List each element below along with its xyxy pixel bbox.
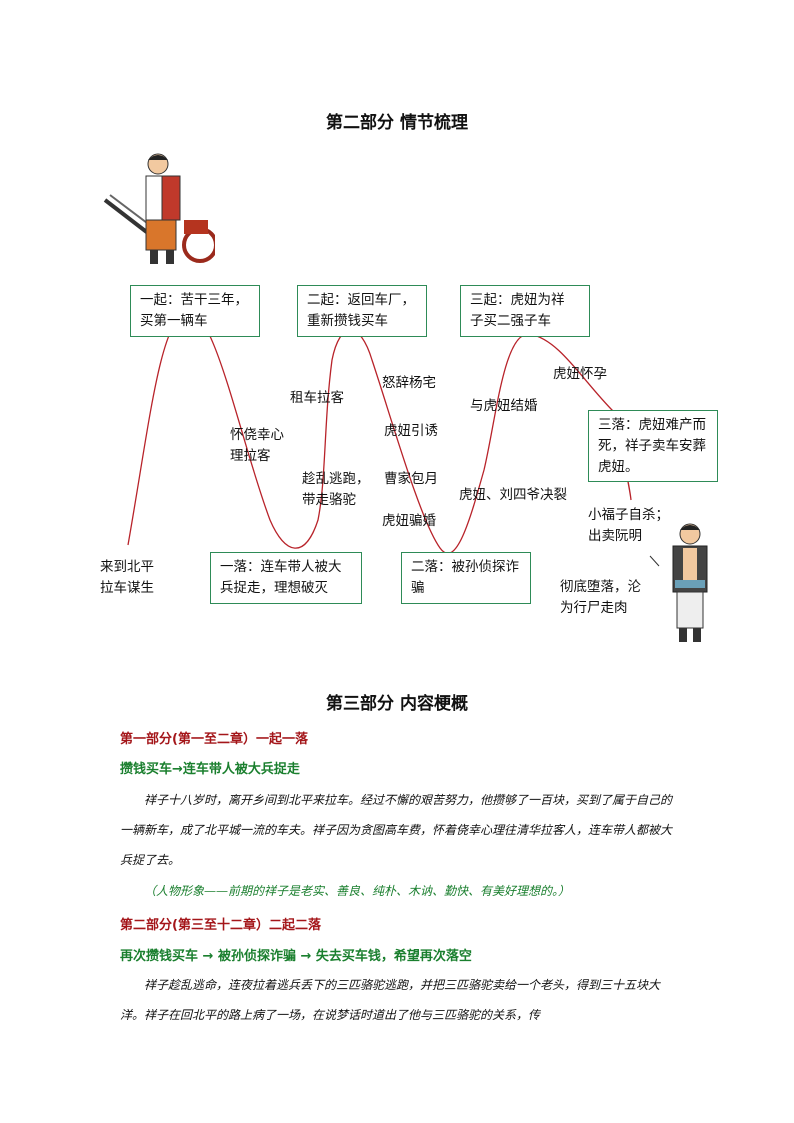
label-cao-family: 曹家包月 xyxy=(384,471,438,487)
box-fall-2-line1: 二落：被孙侦探诈 xyxy=(411,559,519,575)
label-lucky-mindset: 怀侥幸心 理拉客 xyxy=(230,425,284,467)
label-arrive-line1: 来到北平 xyxy=(100,559,154,575)
box-rise-1: 一起：苦干三年， 买第一辆车 xyxy=(130,285,260,337)
label-marry: 与虎妞结婚 xyxy=(470,398,538,414)
box-fall-1-line2: 兵捉走，理想破灭 xyxy=(220,580,328,596)
label-xiaofu: 小福子自杀； 出卖阮明 xyxy=(588,505,669,547)
box-rise-2-line2: 重新攒钱买车 xyxy=(307,313,388,329)
rickshaw-puller-illustration xyxy=(103,153,215,264)
box-rise-2-line1: 二起：返回车厂， xyxy=(307,292,415,308)
sec1-note: （人物形象——前期的祥子是老实、善良、纯朴、木讷、勤快、有美好理想的。） xyxy=(144,884,571,898)
label-luck-line1: 怀侥幸心 xyxy=(230,427,284,443)
box-rise-3-line2: 子买二强子车 xyxy=(470,313,551,329)
sec1-subheading: 攒钱买车→连车带人被大兵捉走 xyxy=(120,762,300,777)
label-seduce: 虎妞引诱 xyxy=(384,423,438,439)
label-luck-line2: 理拉客 xyxy=(230,448,271,464)
sec2-heading: 第二部分(第三至十二章）二起二落 xyxy=(120,918,321,933)
box-fall-2-line2: 骗 xyxy=(411,580,425,596)
box-rise-3: 三起：虎妞为祥 子买二强子车 xyxy=(460,285,590,337)
part3-title: 第三部分 内容梗概 xyxy=(326,694,468,714)
box-rise-1-line2: 买第一辆车 xyxy=(140,313,208,329)
box-fall-1-line1: 一落：连车带人被大 xyxy=(220,559,342,575)
box-fall-2: 二落：被孙侦探诈 骗 xyxy=(401,552,531,604)
label-xiaofu-line1: 小福子自杀； xyxy=(588,507,669,523)
sec2-paragraph: 祥子趁乱逃命，连夜拉着逃兵丢下的三匹骆驼逃跑，并把三匹骆驼卖给一个老头，得到三十… xyxy=(120,978,661,1022)
part2-title: 第二部分 情节梳理 xyxy=(326,113,468,133)
label-degrade-line1: 彻底堕落，沦 xyxy=(560,579,641,595)
box-fall-3-line1: 三落：虎妞难产而 xyxy=(598,417,706,433)
sec1-paragraph: 祥子十八岁时，离开乡间到北平来拉车。经过不懈的艰苦努力，他攒够了一百块，买到了属… xyxy=(120,793,673,867)
box-rise-1-line1: 一起：苦干三年， xyxy=(140,292,248,308)
box-rise-2: 二起：返回车厂， 重新攒钱买车 xyxy=(297,285,427,337)
box-fall-3: 三落：虎妞难产而 死，祥子卖车安葬 虎妞。 xyxy=(588,410,718,482)
label-rent-cart: 租车拉客 xyxy=(290,390,344,406)
sec1-heading: 第一部分(第一至二章）一起一落 xyxy=(120,732,308,747)
box-fall-3-line2: 死，祥子卖车安葬 xyxy=(598,438,706,454)
box-rise-3-line1: 三起：虎妞为祥 xyxy=(470,292,565,308)
label-arrive-line2: 拉车谋生 xyxy=(100,580,154,596)
xiangzi-figure-illustration xyxy=(672,523,708,642)
sec2-subheading: 再次攒钱买车 → 被孙侦探诈骗 → 失去买车钱，希望再次落空 xyxy=(120,949,472,964)
label-pregnant: 虎妞怀孕 xyxy=(553,366,607,382)
label-cheat-marry: 虎妞骗婚 xyxy=(382,513,436,529)
box-fall-1: 一落：连车带人被大 兵捉走，理想破灭 xyxy=(210,552,362,604)
label-escape-camels: 趁乱逃跑， 带走骆驼 xyxy=(302,469,370,511)
box-fall-3-line3: 虎妞。 xyxy=(598,459,639,475)
label-split: 虎妞、刘四爷决裂 xyxy=(459,487,567,503)
label-xiaofu-line2: 出卖阮明 xyxy=(588,528,642,544)
label-quit-yang: 怒辞杨宅 xyxy=(382,375,436,391)
label-arrive-beiping: 来到北平 拉车谋生 xyxy=(100,557,154,599)
label-degrade: 彻底堕落，沦 为行尸走肉 xyxy=(560,577,641,619)
label-degrade-line2: 为行尸走肉 xyxy=(560,600,628,616)
label-escape-line2: 带走骆驼 xyxy=(302,492,356,508)
label-escape-line1: 趁乱逃跑， xyxy=(302,471,370,487)
